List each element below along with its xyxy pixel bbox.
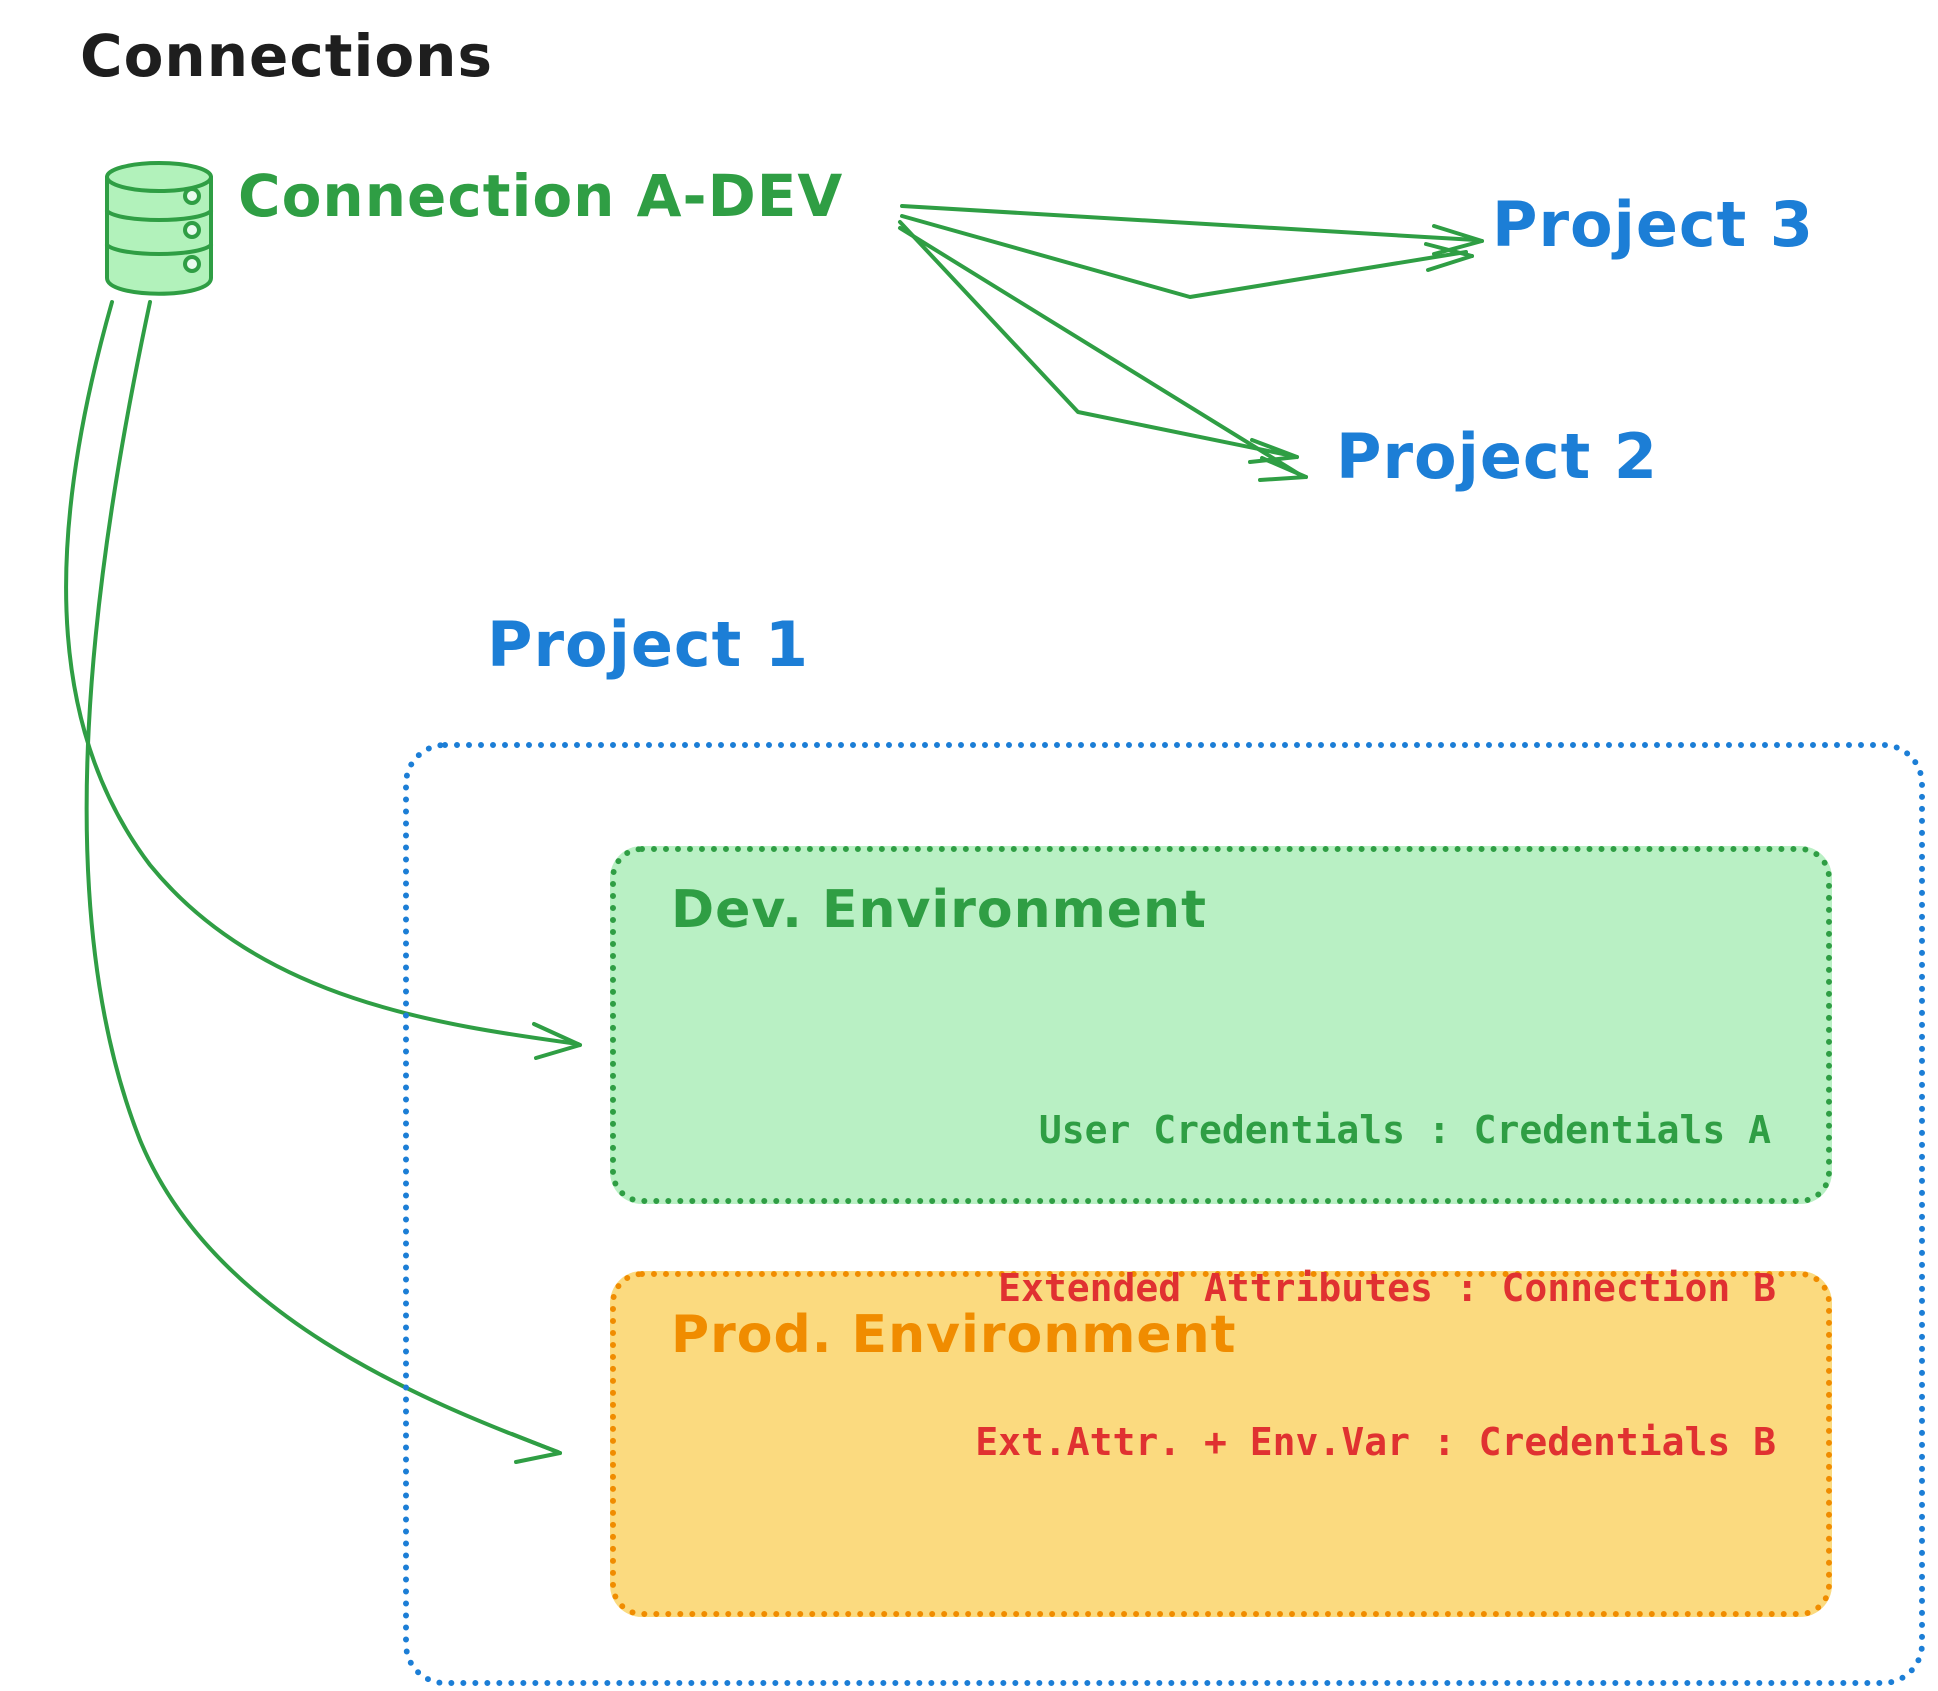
prod-attr-line-1: Extended Attributes : Connection B xyxy=(998,1266,1776,1311)
dev-environment-credentials: User Credentials : Credentials A xyxy=(1038,1108,1771,1152)
project-2-label: Project 2 xyxy=(1336,420,1659,493)
database-icon xyxy=(105,161,213,296)
project-1-label: Project 1 xyxy=(487,608,810,681)
prod-environment-attributes: Extended Attributes : Connection B Ext.A… xyxy=(975,1161,1776,1571)
arrow-connection-to-project3 xyxy=(900,204,1484,299)
dev-environment-title: Dev. Environment xyxy=(671,880,1207,940)
project-3-label: Project 3 xyxy=(1492,188,1815,261)
prod-attr-line-2: Ext.Attr. + Env.Var : Credentials B xyxy=(975,1420,1776,1465)
arrow-connection-to-project2 xyxy=(898,220,1308,482)
connection-a-dev-label: Connection A-DEV xyxy=(238,162,844,230)
prod-environment-title: Prod. Environment xyxy=(671,1305,1237,1365)
diagram-title: Connections xyxy=(80,22,493,90)
dev-environment-box: Dev. Environment User Credentials : Cred… xyxy=(610,846,1832,1204)
prod-environment-box: Prod. Environment Extended Attributes : … xyxy=(610,1266,1832,1617)
project-1-container xyxy=(403,742,1925,1686)
